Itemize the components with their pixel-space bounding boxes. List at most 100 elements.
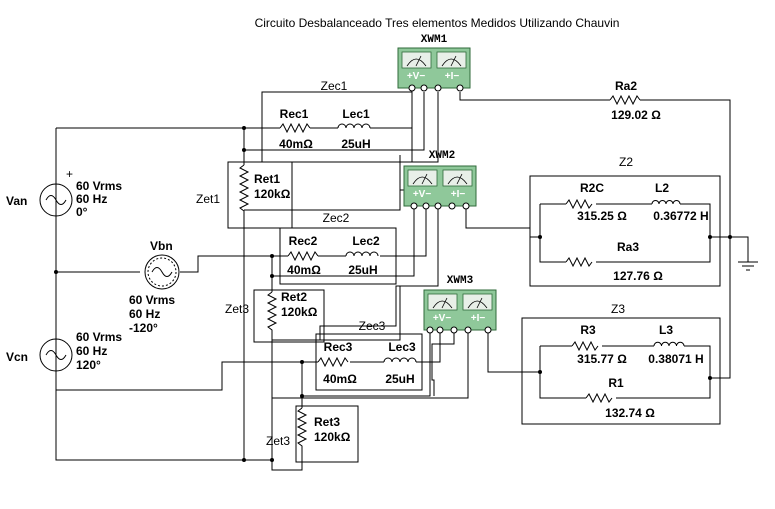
xwm1-terminal[interactable] bbox=[434, 84, 442, 92]
rec1-name: Rec1 bbox=[280, 107, 309, 121]
r2c-resistor bbox=[565, 198, 593, 210]
xwm1-label: XWM1 bbox=[421, 34, 448, 46]
ret1-name: Ret1 bbox=[254, 172, 280, 186]
l3-inductor bbox=[653, 341, 685, 347]
xwm2-terminal[interactable] bbox=[422, 202, 430, 210]
ret1-resistor bbox=[238, 164, 250, 220]
r3-value: 315.77 Ω bbox=[577, 352, 627, 366]
z2-left-feed bbox=[529, 228, 540, 238]
van-freq: 60 Hz bbox=[76, 192, 107, 206]
ret2-name: Ret2 bbox=[281, 290, 307, 304]
xwm3-terminal[interactable] bbox=[464, 326, 472, 334]
svg-text:+: + bbox=[66, 167, 73, 181]
l2-name: L2 bbox=[655, 181, 669, 195]
xwm3-needle2-icon bbox=[467, 297, 488, 309]
xwm3-needle-icon bbox=[432, 297, 453, 309]
xwm3-terminal[interactable] bbox=[484, 326, 492, 334]
ra2-resistor bbox=[609, 94, 641, 106]
ret3-resistor bbox=[296, 407, 308, 460]
xwm2-i-label: +I− bbox=[451, 189, 466, 200]
r2c-value: 315.25 Ω bbox=[577, 209, 627, 223]
van-rms: 60 Vrms bbox=[76, 179, 122, 193]
zet1-label: Zet1 bbox=[196, 192, 220, 206]
zet3-box bbox=[295, 405, 359, 463]
vbn-name: Vbn bbox=[150, 239, 173, 253]
ret1-value: 120kΩ bbox=[254, 187, 291, 201]
rec2-name: Rec2 bbox=[289, 234, 318, 248]
xwm3-v-wire bbox=[302, 330, 431, 397]
xwm2-terminal[interactable] bbox=[410, 202, 418, 210]
van-sine-icon bbox=[45, 195, 67, 205]
xwm3-wattmeter[interactable]: XWM3 +V− +I− bbox=[423, 275, 497, 334]
xwm1-wattmeter[interactable]: XWM1 +V− +I− bbox=[397, 34, 471, 92]
lec3-value: 25uH bbox=[385, 372, 414, 386]
rec1-value: 40mΩ bbox=[279, 137, 313, 151]
vcn-rms: 60 Vrms bbox=[76, 330, 122, 344]
xwm2-terminal[interactable] bbox=[434, 202, 442, 210]
xwm1-needle-icon bbox=[406, 55, 427, 67]
inductors bbox=[337, 123, 685, 363]
xwm3-terminal[interactable] bbox=[426, 326, 434, 334]
van-source-symbol bbox=[39, 183, 73, 217]
z2-right-rail bbox=[596, 203, 711, 263]
xwm2-v-label: +V− bbox=[413, 189, 432, 200]
l3-name: L3 bbox=[659, 323, 673, 337]
xwm2-wattmeter[interactable]: XWM2 +V− +I− bbox=[403, 150, 477, 210]
xwm1-terminal[interactable] bbox=[456, 84, 464, 92]
vcn-freq: 60 Hz bbox=[76, 344, 107, 358]
l3-value: 0.38071 H bbox=[648, 352, 703, 366]
rec2-resistor bbox=[287, 250, 319, 262]
xwm1-current-wire bbox=[459, 92, 610, 101]
lec3-to-xwm3-wire bbox=[416, 330, 441, 363]
vbn-freq: 60 Hz bbox=[129, 307, 160, 321]
xwm2-label: XWM2 bbox=[429, 150, 455, 162]
van-source: + bbox=[39, 167, 73, 217]
neutral-bus-wire bbox=[55, 128, 272, 461]
xwm1-v-wire bbox=[244, 92, 425, 151]
zet1-box bbox=[227, 161, 293, 229]
vbn-source-ring bbox=[147, 257, 177, 287]
rec3-name: Rec3 bbox=[324, 340, 353, 354]
zec2-box bbox=[279, 227, 397, 285]
xwm3-terminal[interactable] bbox=[436, 326, 444, 334]
xwm1-terminal[interactable] bbox=[420, 84, 428, 92]
lec1-to-xwm1-wire bbox=[370, 92, 413, 129]
r3-resistor bbox=[571, 340, 599, 352]
wiring bbox=[55, 92, 749, 471]
ra2-value: 129.02 Ω bbox=[611, 108, 661, 122]
lec3-inductor bbox=[383, 357, 417, 363]
lec2-to-xwm2-wire bbox=[380, 208, 427, 257]
lec1-name: Lec1 bbox=[342, 107, 370, 121]
r1-value: 132.74 Ω bbox=[605, 406, 655, 420]
r1-name: R1 bbox=[608, 376, 624, 390]
xwm3-aux2-wire bbox=[272, 330, 469, 399]
xwm1-terminal[interactable] bbox=[408, 84, 416, 92]
vcn-source-symbol bbox=[39, 338, 73, 372]
lec2-inductor bbox=[345, 251, 379, 257]
ret3-value: 120kΩ bbox=[314, 430, 351, 444]
rec2-value: 40mΩ bbox=[287, 263, 321, 277]
xwm2-terminal[interactable] bbox=[448, 202, 456, 210]
vcn-source bbox=[39, 338, 73, 372]
resistors bbox=[238, 94, 641, 460]
xwm2-current-dial bbox=[442, 169, 473, 187]
z3-right-rail bbox=[616, 345, 711, 399]
ground-wire bbox=[710, 236, 749, 262]
z3-label: Z3 bbox=[611, 302, 625, 316]
phase-b-wire bbox=[180, 255, 288, 273]
xwm3-v-label: +V− bbox=[433, 313, 452, 324]
phase-c-wire bbox=[55, 361, 318, 391]
xwm2-terminal[interactable] bbox=[462, 202, 470, 210]
l2-inductor bbox=[651, 200, 681, 205]
lec1-value: 25uH bbox=[341, 137, 370, 151]
zec1-box bbox=[261, 91, 413, 163]
zet2-box bbox=[253, 289, 325, 343]
ret2-value: 120kΩ bbox=[281, 305, 318, 319]
ra3-resistor bbox=[565, 256, 593, 268]
neutral-right-wire bbox=[710, 236, 731, 379]
zec1-label: Zec1 bbox=[321, 79, 348, 93]
xwm2-needle-icon bbox=[412, 173, 433, 185]
xwm3-terminal[interactable] bbox=[450, 326, 458, 334]
z2-box bbox=[529, 175, 721, 287]
